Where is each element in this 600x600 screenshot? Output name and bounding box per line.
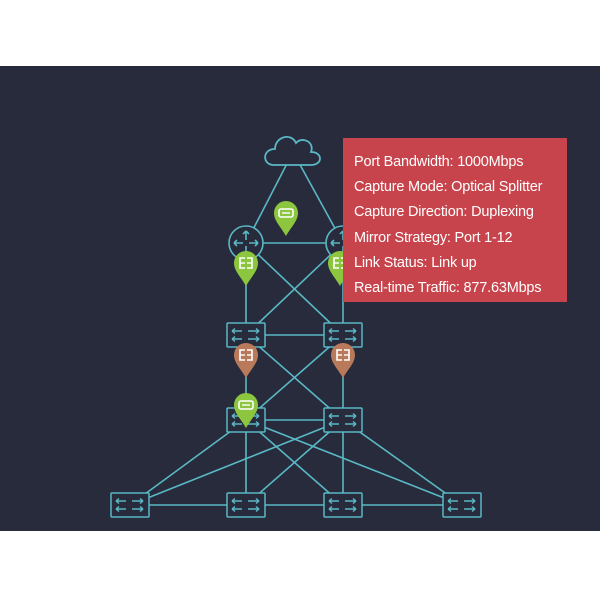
marker-core-left[interactable] xyxy=(234,343,258,378)
link-dist-switch-right-access-switch-4[interactable] xyxy=(342,419,463,506)
link-dist-switch-left-access-switch-1[interactable] xyxy=(129,419,247,506)
access-switch-4-node[interactable] xyxy=(442,492,482,518)
switch-icon xyxy=(323,407,363,433)
link-dist-switch-left-access-switch-4[interactable] xyxy=(245,419,463,506)
marker-router-left[interactable] xyxy=(234,251,258,286)
access-switch-3-node[interactable] xyxy=(323,492,363,518)
switch-icon xyxy=(323,322,363,348)
cloud-node[interactable] xyxy=(264,136,321,166)
marker-core-right[interactable] xyxy=(331,343,355,378)
access-switch-1-node[interactable] xyxy=(110,492,150,518)
dist-switch-right-node[interactable] xyxy=(323,407,363,433)
splitter-icon xyxy=(239,349,253,361)
link-core-switch-right-dist-switch-left[interactable] xyxy=(245,334,344,421)
realtime-traffic-text: Real-time Traffic: 877.63Mbps xyxy=(354,280,542,297)
core-switch-right-node[interactable] xyxy=(323,322,363,348)
switch-icon xyxy=(323,492,363,518)
marker-router-link[interactable] xyxy=(274,201,298,236)
splitter-icon xyxy=(239,257,253,269)
cloud-icon xyxy=(264,136,321,166)
splitter-icon xyxy=(336,349,350,361)
tap-icon xyxy=(278,208,294,218)
tap-icon xyxy=(238,400,254,410)
switch-icon xyxy=(226,492,266,518)
switch-icon xyxy=(442,492,482,518)
mirror-strategy-text: Mirror Strategy: Port 1-12 xyxy=(354,229,513,246)
nodes xyxy=(110,136,482,518)
link-router-right-core-switch-left[interactable] xyxy=(245,242,344,336)
link-status-text: Link Status: Link up xyxy=(354,254,477,271)
capture-mode-text: Capture Mode: Optical Splitter xyxy=(354,179,543,196)
link-info-tooltip: Port Bandwidth: 1000Mbps Capture Mode: O… xyxy=(343,138,567,302)
link-dist-switch-right-access-switch-2[interactable] xyxy=(245,419,344,506)
capture-direction-text: Capture Direction: Duplexing xyxy=(354,204,534,221)
access-switch-2-node[interactable] xyxy=(226,492,266,518)
markers xyxy=(234,201,355,428)
marker-dist-left[interactable] xyxy=(234,393,258,428)
link-dist-switch-right-access-switch-1[interactable] xyxy=(129,419,344,506)
switch-icon xyxy=(110,492,150,518)
port-bandwidth-text: Port Bandwidth: 1000Mbps xyxy=(354,154,524,170)
